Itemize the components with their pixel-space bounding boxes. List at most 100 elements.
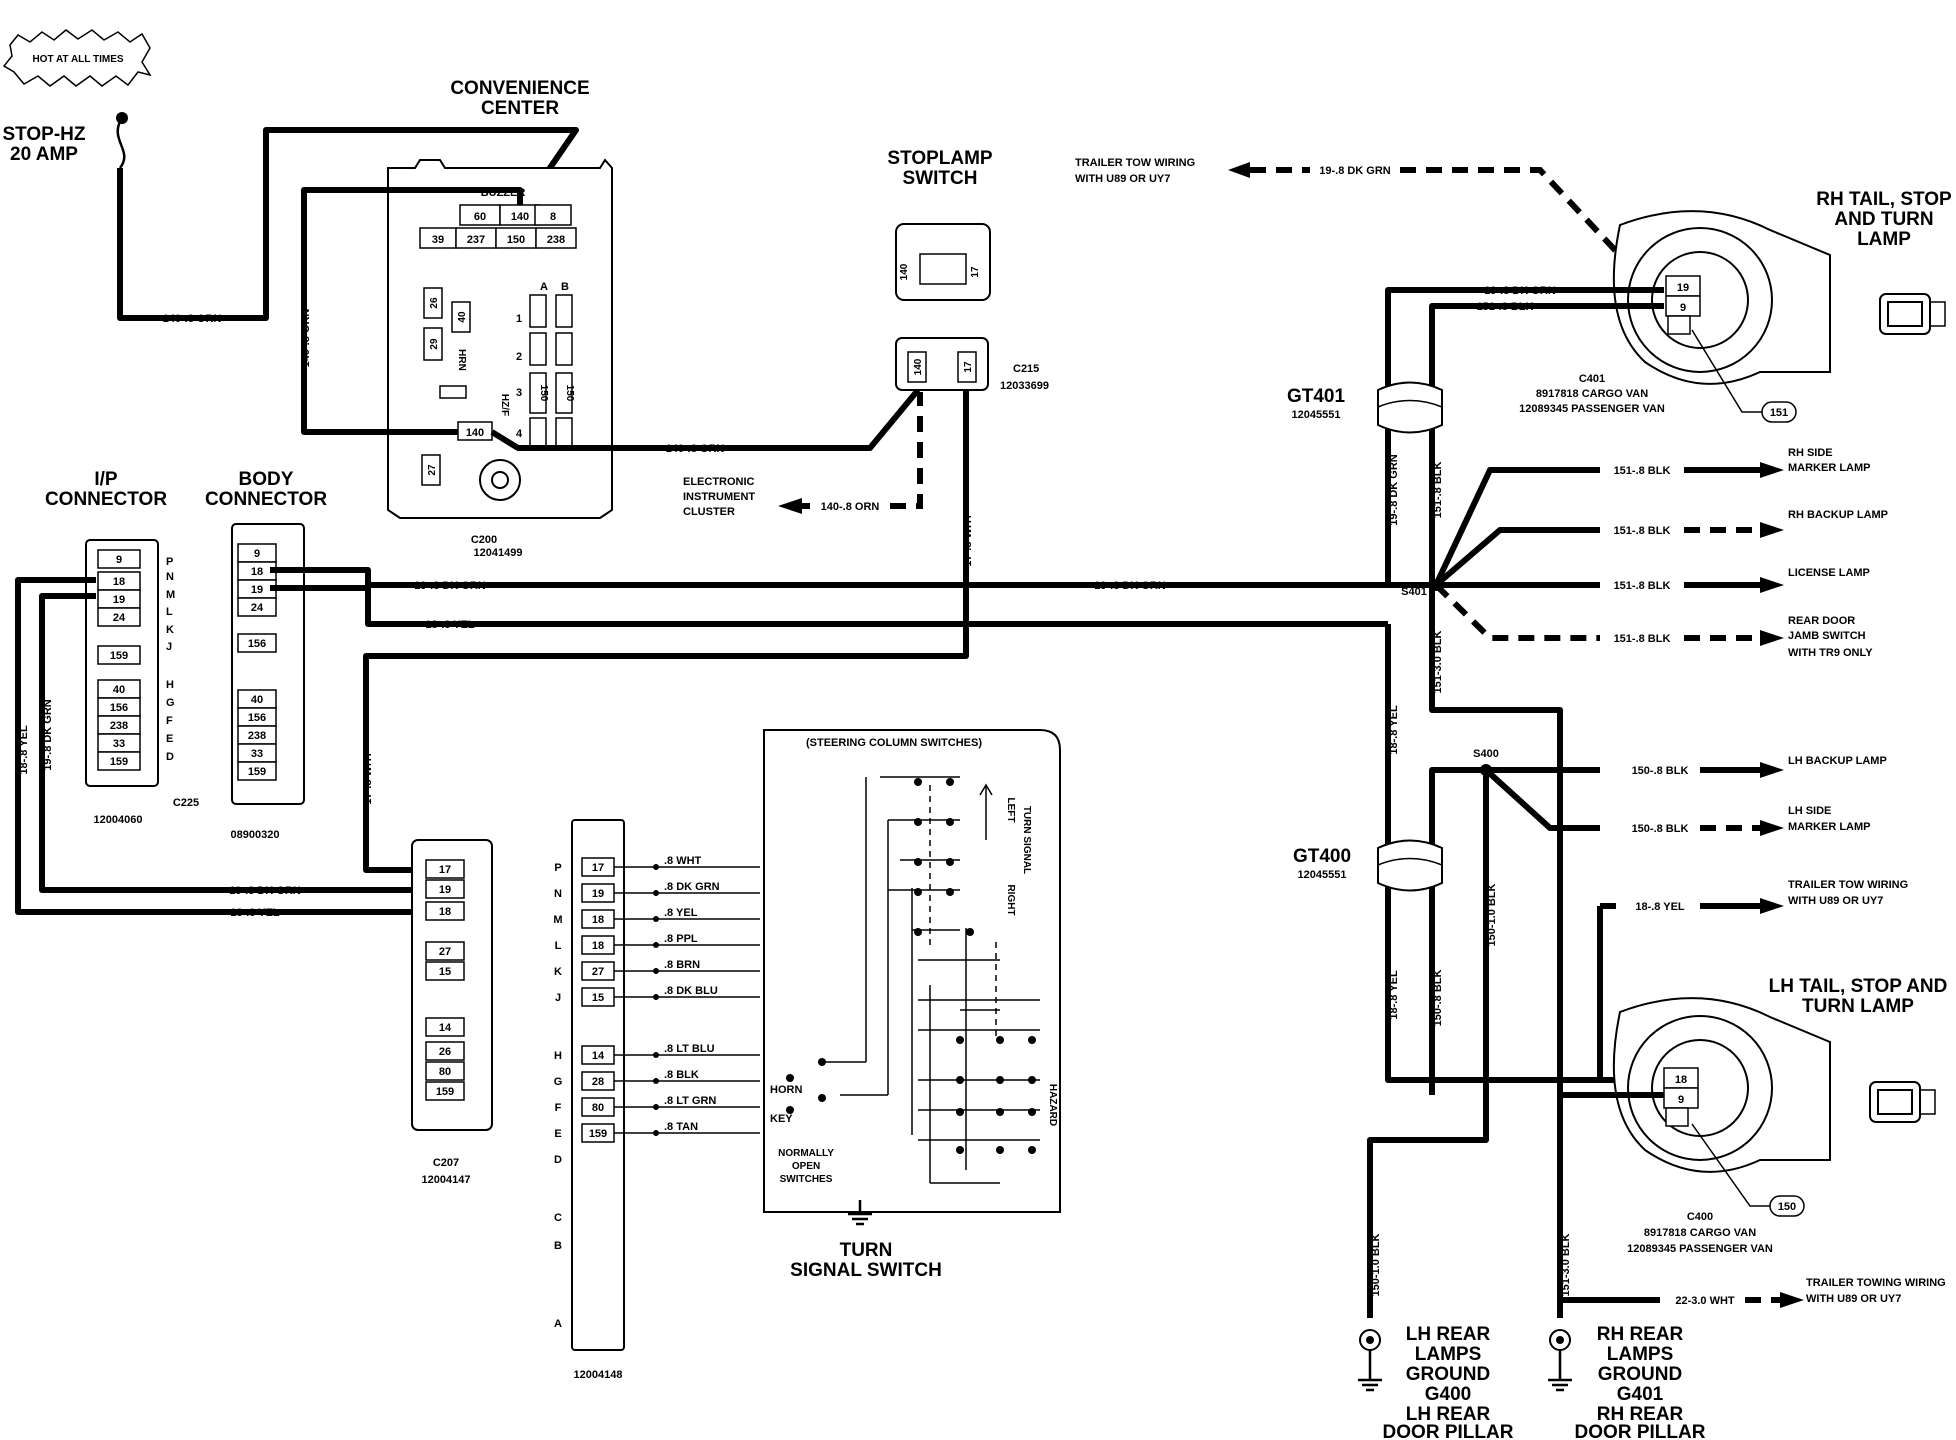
wire-label-17-wht: 17-.8 WHT [962,513,974,566]
column-cell-label: 17 [592,862,604,874]
convenience-center-fuses-row1: 60 140 8 [459,204,572,226]
c207-cell-label: 18 [439,906,451,918]
col-a: A [540,281,548,293]
c207-cell-label: 17 [439,864,451,876]
hot-at-all-times-label: HOT AT ALL TIMES [32,54,123,65]
trailer-top-2: WITH U89 OR UY7 [1075,173,1170,185]
column-wire-dot [653,1078,659,1084]
rh-bulb-icon [1879,293,1946,335]
column-letter: P [554,862,561,874]
switch-ground-icon [848,1200,872,1226]
column-cell-label: 80 [592,1102,604,1114]
rh-ground-l4: G401 [1617,1384,1664,1405]
column-letter: F [555,1102,562,1114]
cc-misc-26: 26 [429,297,440,309]
ip-letter: D [166,751,174,763]
column-wire-dot [653,942,659,948]
trailer-mid-l1: TRAILER TOW WIRING [1788,879,1908,891]
column-letter: D [554,1154,562,1166]
rh-side-arrow-icon [1760,462,1784,478]
ip-letter: J [166,641,172,653]
ip-cell-label: 24 [113,612,126,624]
convenience-center-relay-grid [421,287,573,486]
stoplamp-switch-title: STOPLAMP [887,148,993,169]
cc-misc-150a: 150 [538,385,549,402]
lh-lamp-connector: C400 [1687,1211,1713,1223]
column-wire-dot [653,1104,659,1110]
wire-label-b150-2: 150-.8 BLK [1632,823,1689,835]
body-cell-label: 238 [248,730,266,742]
rh-lamp-title: RH TAIL, STOP [1816,189,1952,210]
rear-door-l1: REAR DOOR [1788,615,1855,627]
lh-ground-l2: LAMPS [1415,1344,1482,1365]
wire-label-b151-4: 151-.8 BLK [1614,633,1671,645]
wire-label-v19-dkgrn: 19-.8 DK GRN [1388,454,1400,526]
row-3: 3 [516,387,522,399]
body-connector-part: 08900320 [231,829,280,841]
c207-label: C207 [433,1157,459,1169]
column-cell-label: 19 [592,888,604,900]
c215-label: C215 [1013,363,1039,375]
c207-cell-label: 27 [439,946,451,958]
svg-text:140: 140 [511,211,529,223]
wire-label-140-9-orn: 140-.8 ORN [821,501,880,513]
ip-letter: H [166,679,174,691]
wire-label-rh-blk: 151-.8 BLK [1477,301,1534,313]
wire-label-b151-3: 151-.8 BLK [1614,580,1671,592]
svg-text:238: 238 [547,234,565,246]
row-1: 1 [516,313,522,325]
s400-label: S400 [1473,748,1499,760]
cc-misc-40: 40 [457,311,468,323]
column-letter: C [554,1212,562,1224]
gt401-part: 12045551 [1292,409,1341,421]
c215-part: 12033699 [1000,380,1049,392]
ip-letter: G [166,697,175,709]
column-wire-label: .8 WHT [664,855,702,867]
ip-cell-label: 159 [110,650,128,662]
body-cell-label: 33 [251,748,263,760]
gt400-name: GT400 [1293,846,1351,867]
column-wire-dot [653,890,659,896]
column-letter: L [555,940,562,952]
c207-cell [425,1041,465,1061]
wire-140-orn-to-stoplamp [490,388,921,451]
column-letter: J [555,992,561,1004]
body-connector-title-2: CONNECTOR [205,489,327,510]
wire-label-rh-dkgrn: 19-.8 DK GRN [1484,285,1556,297]
wire-label-19-dkgrn-v: 19-.8 DK GRN [42,699,54,771]
cluster-line1: ELECTRONIC [683,476,755,488]
ip-cell-label: 18 [113,576,125,588]
body-cell-label: 9 [254,548,260,560]
c207-cell [425,1081,465,1101]
turn-signal-label: TURN SIGNAL [1021,806,1032,874]
turn-switch-contacts [786,778,1036,1154]
column-wire-label: .8 LT GRN [664,1095,716,1107]
column-letter: H [554,1050,562,1062]
rh-side-l2: MARKER LAMP [1788,462,1871,474]
wire-label-17-wht-2: 17-.8 WHT [362,751,374,804]
ip-cell [97,549,141,569]
wire-label-v151-30-blk: 151-3.0 BLK [1432,630,1444,693]
body-cell-label: 159 [248,766,266,778]
rh-ground-l3: GROUND [1598,1364,1682,1385]
svg-text:237: 237 [467,234,485,246]
cc-misc-140: 140 [466,427,484,439]
c207-cell [425,1061,465,1081]
stoplamp-pin-140: 140 [899,263,910,280]
column-wire-dot [653,1130,659,1136]
lh-ground-l4: G400 [1425,1384,1471,1405]
c207-cell [425,961,465,981]
ip-cell-label: 159 [110,756,128,768]
wire-label-v150-blk-low: 150-.8 BLK [1432,970,1444,1027]
ip-letter: F [166,715,173,727]
c207-part: 12004147 [422,1174,471,1186]
svg-text:8: 8 [550,211,556,223]
normally-open-1: NORMALLY [778,1148,834,1159]
normally-open-3: SWITCHES [780,1174,833,1185]
body-cell-label: 18 [251,566,263,578]
wire-label-b18-yel: 18-.8 YEL [1635,901,1685,913]
